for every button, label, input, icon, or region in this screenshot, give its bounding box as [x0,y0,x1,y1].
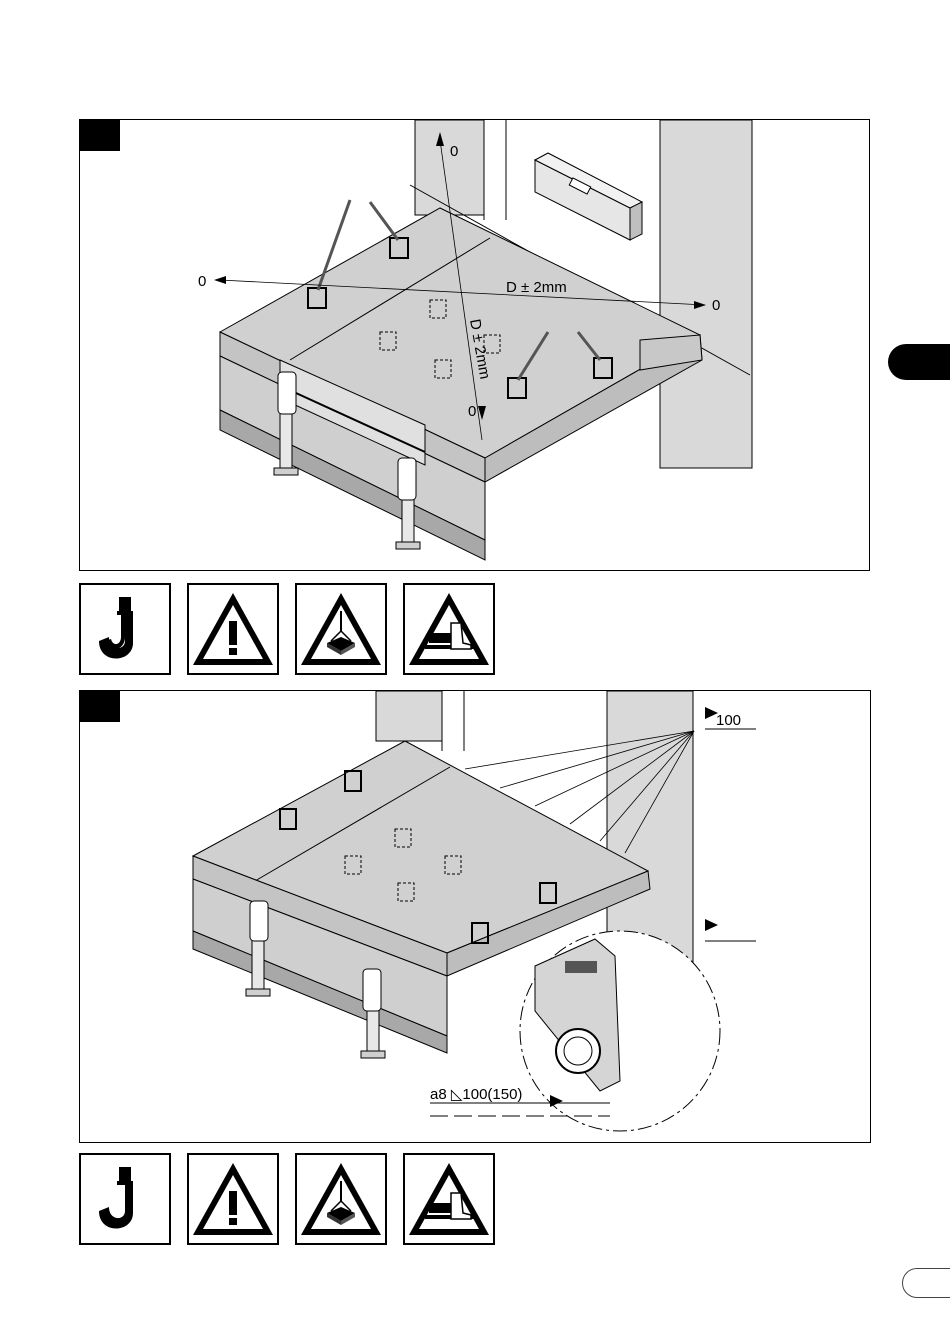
suspended-load-warning-icon-2 [295,1153,387,1245]
crane-hook-icon-2 [79,1153,171,1245]
wall-left [415,120,484,215]
crush-hazard-warning-icon [403,583,495,675]
spirit-level [535,153,642,240]
figure-1-leveling: 0 0 0 0 D ± 2mm D ± 2mm [79,119,870,571]
warning-icon-2 [187,1153,279,1245]
diagonal-horizontal-label: D ± 2mm [506,279,567,296]
zero-right-label: 0 [712,297,720,314]
zero-bottom-label: 0 [468,403,476,420]
page-number-oval [902,1268,950,1298]
zero-left-label: 0 [198,273,206,290]
warning-icon [187,583,279,675]
weld-symbol-bottom: a8 ◺100(150) [430,1086,522,1103]
crush-hazard-warning-icon-2 [403,1153,495,1245]
suspended-load-warning-icon [295,583,387,675]
wall-right [660,120,752,468]
welding-illustration: 100 a8 ◺100(150) [80,691,872,1144]
figure-2-welding: 100 a8 ◺100(150) [79,690,871,1143]
section-tab [888,344,950,380]
crane-hook-icon [79,583,171,675]
zero-top-label: 0 [450,143,458,160]
weld-symbol-top: 100 [716,712,741,729]
leveling-illustration: 0 0 0 0 D ± 2mm D ± 2mm [80,120,871,572]
